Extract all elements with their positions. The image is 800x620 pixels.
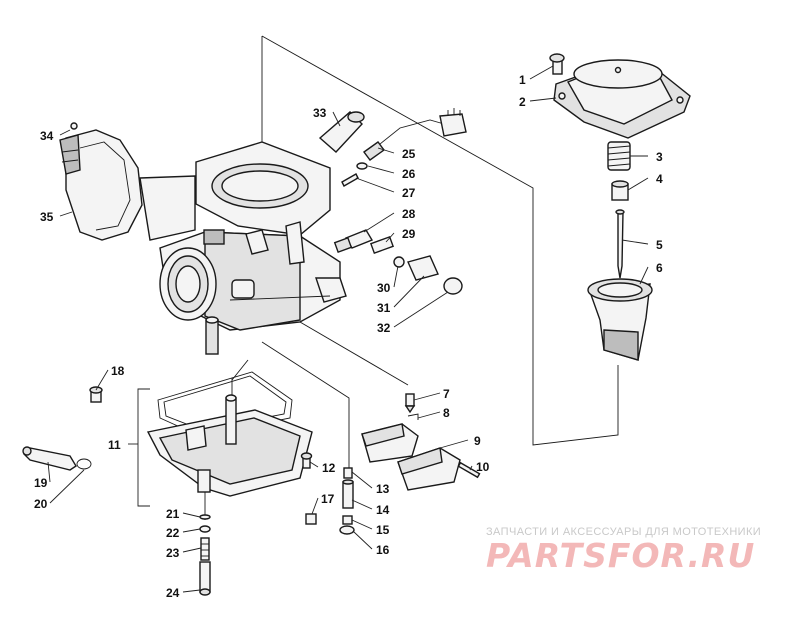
mixture-spring — [369, 235, 395, 255]
callout-21: 21 — [166, 507, 180, 521]
callout-28: 28 — [402, 207, 416, 221]
callout-11: 11 — [108, 438, 121, 452]
mixture-oring — [393, 256, 405, 268]
callout-13: 13 — [376, 482, 390, 496]
pilot-jet — [343, 467, 353, 479]
mixture-cap — [443, 277, 463, 295]
callout-3: 3 — [656, 150, 663, 164]
callout-5: 5 — [656, 238, 663, 252]
hose-clamp — [76, 458, 92, 470]
callout-20: 20 — [34, 497, 48, 511]
jet-needle — [615, 209, 625, 279]
choke-plunger — [199, 561, 211, 596]
floats — [361, 423, 461, 491]
carburetor-body — [139, 141, 347, 355]
mixture-plug — [407, 255, 439, 281]
cable-boot — [318, 111, 365, 153]
watermark-tagline: ЗАПЧАСТИ И АКСЕССУАРЫ ДЛЯ МОТОТЕХНИКИ — [486, 526, 762, 538]
callout-26: 26 — [402, 167, 416, 181]
callout-9: 9 — [474, 434, 481, 448]
callout-18: 18 — [111, 364, 125, 378]
vacuum-chamber-cover — [549, 53, 691, 139]
callout-27: 27 — [402, 186, 416, 200]
drain-hose — [22, 446, 77, 471]
callout-4: 4 — [656, 172, 663, 186]
callout-15: 15 — [376, 523, 390, 537]
callout-22: 22 — [166, 526, 180, 540]
callout-12: 12 — [322, 461, 336, 475]
plunger-washer — [199, 525, 211, 533]
air-intake-cover — [59, 122, 143, 241]
callout-8: 8 — [443, 406, 450, 420]
callout-7: 7 — [443, 387, 450, 401]
float-bowl — [146, 371, 313, 497]
float-pin — [457, 461, 481, 479]
callout-33: 33 — [313, 106, 327, 120]
float-needle-valve — [404, 393, 416, 414]
drain-screw — [305, 513, 317, 525]
callout-10: 10 — [476, 460, 490, 474]
callout-17: 17 — [321, 492, 335, 506]
callout-numbers: 1 2 3 4 5 6 7 8 9 10 11 12 13 14 15 16 1… — [34, 73, 663, 600]
sensor-connector — [363, 108, 467, 161]
callout-31: 31 — [377, 301, 391, 315]
needle-jet — [342, 479, 354, 509]
callout-25: 25 — [402, 147, 416, 161]
callout-35: 35 — [40, 210, 54, 224]
sensor-oring — [356, 162, 368, 170]
callout-24: 24 — [166, 586, 180, 600]
callout-32: 32 — [377, 321, 391, 335]
float-bowl-bracket — [137, 388, 150, 507]
plunger-spring — [200, 537, 210, 561]
callout-1: 1 — [519, 73, 526, 87]
mixture-screw — [333, 229, 374, 253]
float-needle-clip — [407, 413, 419, 420]
callout-23: 23 — [166, 546, 180, 560]
plunger-oring — [199, 514, 211, 520]
site-watermark: ЗАПЧАСТИ И АКСЕССУАРЫ ДЛЯ МОТОТЕХНИКИ PA… — [486, 526, 786, 575]
drain-plug — [339, 525, 355, 535]
callout-14: 14 — [376, 503, 390, 517]
diaphragm-spring — [607, 141, 631, 171]
callout-6: 6 — [656, 261, 663, 275]
callout-19: 19 — [34, 476, 48, 490]
leader-lines — [47, 65, 649, 593]
needle-holder — [611, 180, 629, 201]
watermark-logo: PARTSFOR.RU — [486, 536, 756, 575]
main-jet — [342, 515, 353, 525]
callout-29: 29 — [402, 227, 416, 241]
callout-2: 2 — [519, 95, 526, 109]
sensor-screw — [341, 173, 359, 187]
callout-16: 16 — [376, 543, 390, 557]
callout-30: 30 — [377, 281, 391, 295]
bowl-screw — [300, 452, 313, 469]
throttle-slide — [587, 278, 653, 361]
callout-34: 34 — [40, 129, 54, 143]
